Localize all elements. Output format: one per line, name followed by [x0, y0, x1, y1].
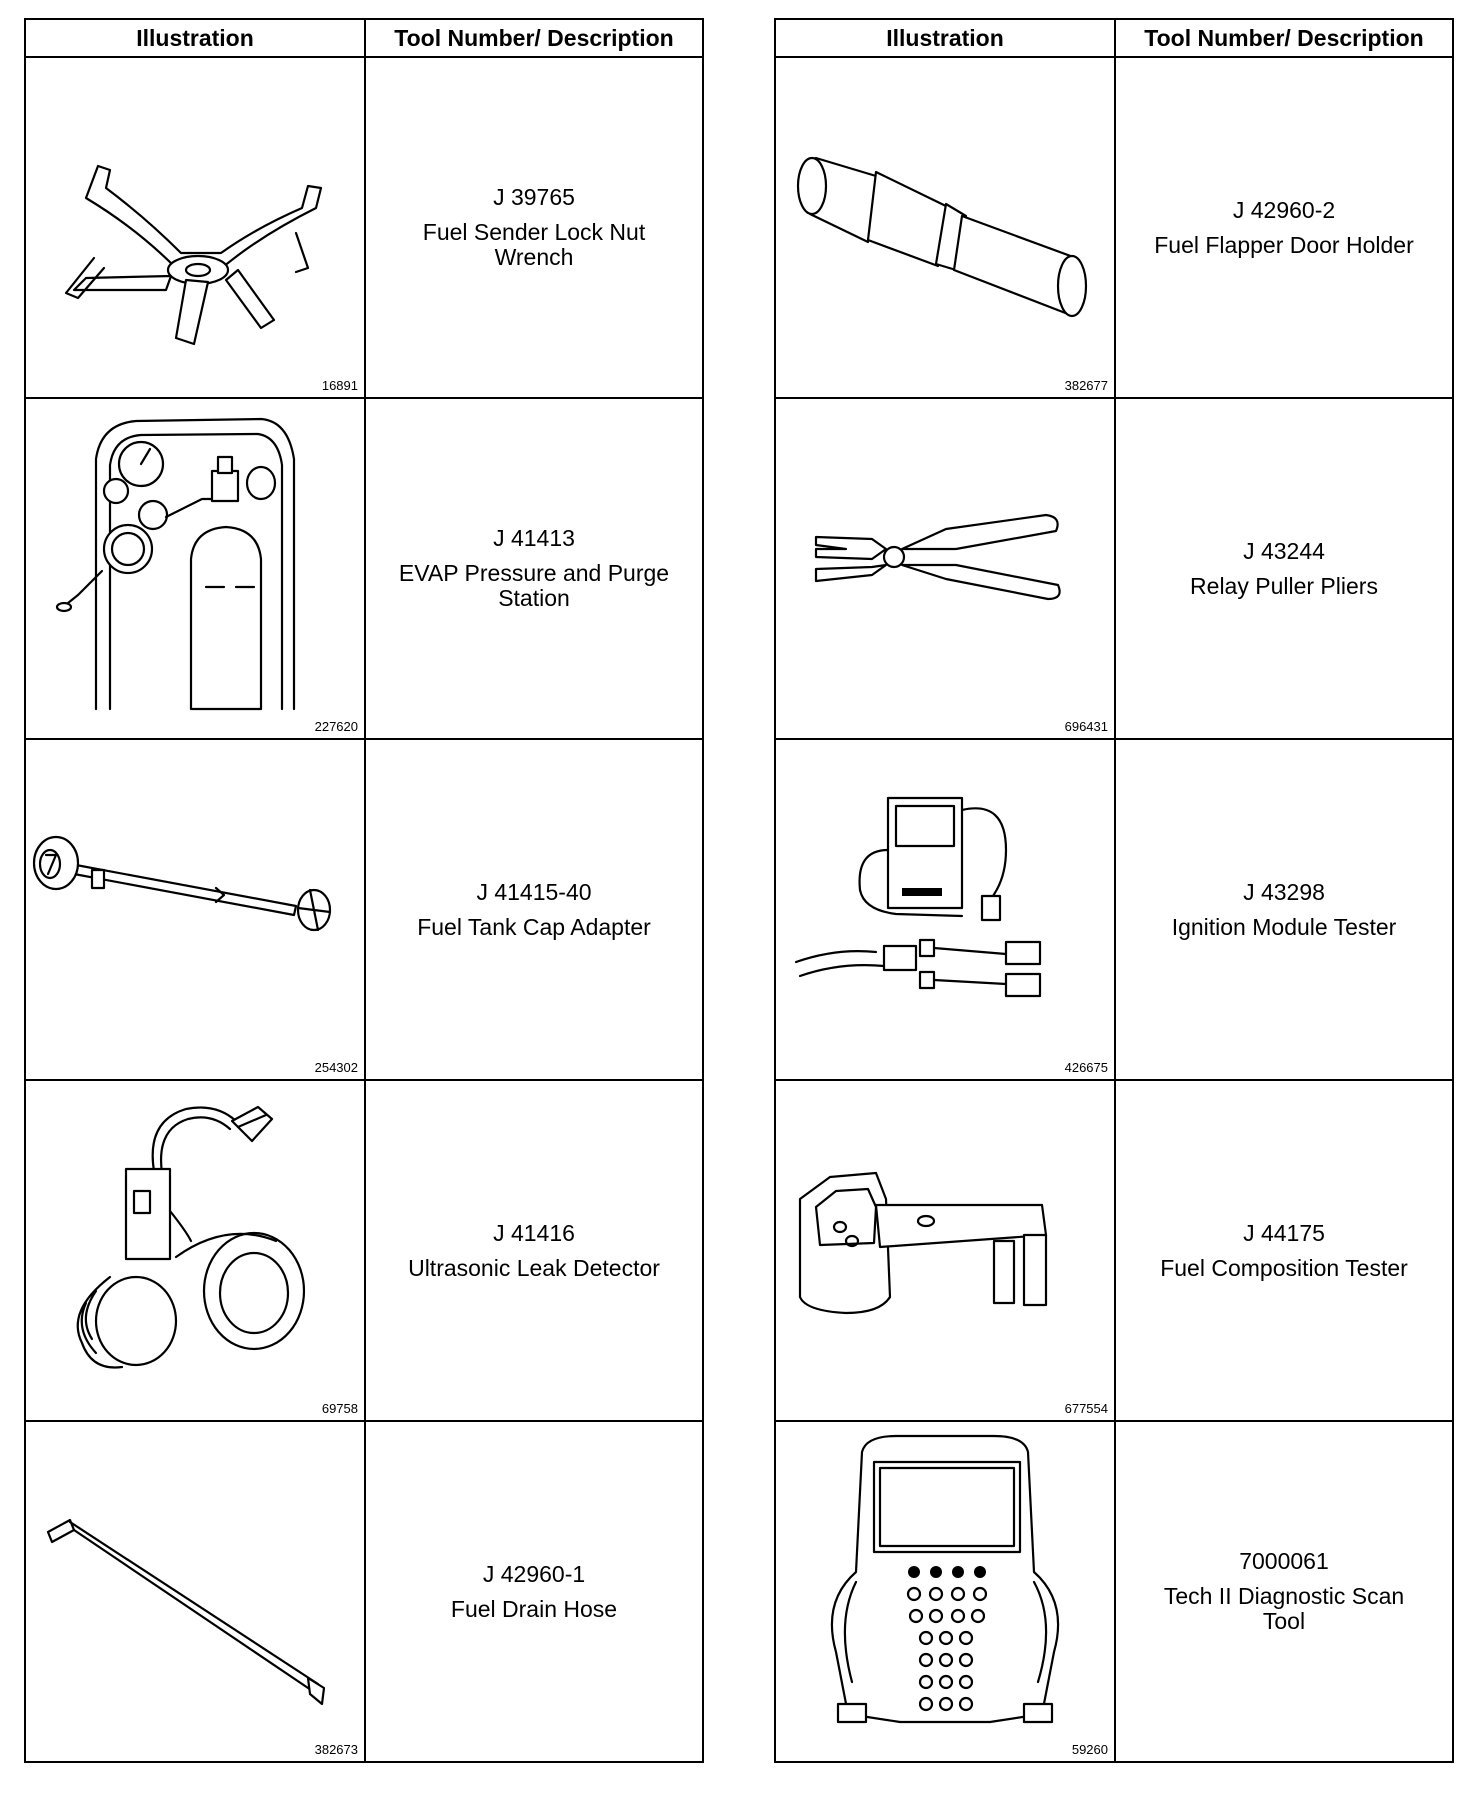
tool-description-cell: J 42960-1 Fuel Drain Hose	[364, 1420, 704, 1763]
relay-pliers-icon	[814, 513, 1061, 601]
tool-description-cell: J 41416 Ultrasonic Leak Detector	[364, 1079, 704, 1422]
table-row: 16891 J 39765 Fuel Sender Lock Nut Wrenc…	[24, 56, 704, 399]
tool-description-cell: J 39765 Fuel Sender Lock Nut Wrench	[364, 56, 704, 399]
tool-number: J 42960-1	[482, 1560, 586, 1587]
illustration-cell: 426675	[774, 738, 1116, 1081]
tool-description-cell: J 41413 EVAP Pressure and Purge Station	[364, 397, 704, 740]
figure-number: 69758	[321, 1401, 358, 1416]
table-row: 227620 J 41413 EVAP Pressure and Purge S…	[24, 397, 704, 740]
header-illustration: Illustration	[774, 18, 1116, 58]
illustration-cell: 254302	[24, 738, 366, 1081]
tool-number: J 42960-2	[1232, 196, 1336, 223]
tool-description: Fuel Composition Tester	[1160, 1254, 1408, 1281]
cap-adapter-icon	[32, 835, 332, 932]
illustration-cell: 227620	[24, 397, 366, 740]
figure-number: 696431	[1064, 719, 1108, 734]
table-row: 382677 J 42960-2 Fuel Flapper Door Holde…	[774, 56, 1454, 399]
tool-number: J 43244	[1243, 537, 1325, 564]
composition-tester-icon	[798, 1171, 1048, 1315]
figure-number: 426675	[1064, 1060, 1108, 1075]
header-tool-description: Tool Number/ Description	[1114, 18, 1454, 58]
tool-description: Fuel Drain Hose	[450, 1595, 618, 1622]
tool-number: J 44175	[1243, 1219, 1325, 1246]
tool-number: J 41413	[493, 525, 575, 551]
tool-description: EVAP Pressure and Purge Station	[398, 560, 670, 611]
tool-number: 7000061	[1239, 1548, 1329, 1574]
illustration-cell: 382677	[774, 56, 1116, 399]
illustration-cell: 16891	[24, 56, 366, 399]
illustration-cell: 69758	[24, 1079, 366, 1422]
tool-number: J 43298	[1243, 878, 1325, 905]
module-tester-icon	[794, 796, 1042, 998]
tool-description: Tech II Diagnostic Scan Tool	[1163, 1583, 1405, 1634]
lock-nut-wrench-icon	[64, 164, 323, 346]
table-row: 69758 J 41416 Ultrasonic Leak Detector	[24, 1079, 704, 1422]
figure-number: 254302	[314, 1060, 358, 1075]
illustration-cell: 59260	[774, 1420, 1116, 1763]
tool-description-cell: J 41415-40 Fuel Tank Cap Adapter	[364, 738, 704, 1081]
figure-number: 382673	[314, 1742, 358, 1757]
leak-detector-icon	[76, 1105, 306, 1369]
header-tool-description: Tool Number/ Description	[364, 18, 704, 58]
figure-number: 59260	[1071, 1742, 1108, 1757]
evap-station-icon	[55, 417, 296, 711]
tool-description-cell: J 43298 Ignition Module Tester	[1114, 738, 1454, 1081]
header-row: Illustration Tool Number/ Description	[774, 18, 1454, 58]
table-row: 677554 J 44175 Fuel Composition Tester	[774, 1079, 1454, 1422]
tool-number: J 39765	[493, 184, 575, 210]
tool-description-cell: J 42960-2 Fuel Flapper Door Holder	[1114, 56, 1454, 399]
table-row: 696431 J 43244 Relay Puller Pliers	[774, 397, 1454, 740]
table-row: 426675 J 43298 Ignition Module Tester	[774, 738, 1454, 1081]
tool-description: Ultrasonic Leak Detector	[408, 1254, 660, 1281]
illustration-cell: 677554	[774, 1079, 1116, 1422]
tool-description: Ignition Module Tester	[1171, 913, 1397, 940]
illustration-cell: 696431	[774, 397, 1116, 740]
flapper-door-holder-icon	[796, 156, 1088, 318]
scan-tool-icon	[830, 1434, 1060, 1724]
tool-number: J 41416	[493, 1219, 575, 1246]
tool-description: Fuel Flapper Door Holder	[1154, 231, 1414, 258]
header-row: Illustration Tool Number/ Description	[24, 18, 704, 58]
tool-description-cell: 7000061 Tech II Diagnostic Scan Tool	[1114, 1420, 1454, 1763]
tool-description: Relay Puller Pliers	[1190, 572, 1378, 599]
header-illustration: Illustration	[24, 18, 366, 58]
figure-number: 227620	[314, 719, 358, 734]
figure-number: 16891	[321, 378, 358, 393]
tool-number: J 41415-40	[476, 878, 592, 905]
table-row: 254302 J 41415-40 Fuel Tank Cap Adapter	[24, 738, 704, 1081]
tool-description-cell: J 43244 Relay Puller Pliers	[1114, 397, 1454, 740]
figure-number: 382677	[1064, 378, 1108, 393]
drain-hose-icon	[46, 1518, 326, 1706]
figure-number: 677554	[1064, 1401, 1108, 1416]
tools-table-left: Illustration Tool Number/ Description 16…	[24, 18, 704, 1763]
tool-description: Fuel Sender Lock Nut Wrench	[422, 219, 646, 270]
table-row: 382673 J 42960-1 Fuel Drain Hose	[24, 1420, 704, 1763]
tools-table-right: Illustration Tool Number/ Description 38…	[774, 18, 1454, 1763]
tool-description: Fuel Tank Cap Adapter	[417, 913, 651, 940]
tool-description-cell: J 44175 Fuel Composition Tester	[1114, 1079, 1454, 1422]
illustration-cell: 382673	[24, 1420, 366, 1763]
table-row: 59260 7000061 Tech II Diagnostic Scan To…	[774, 1420, 1454, 1763]
